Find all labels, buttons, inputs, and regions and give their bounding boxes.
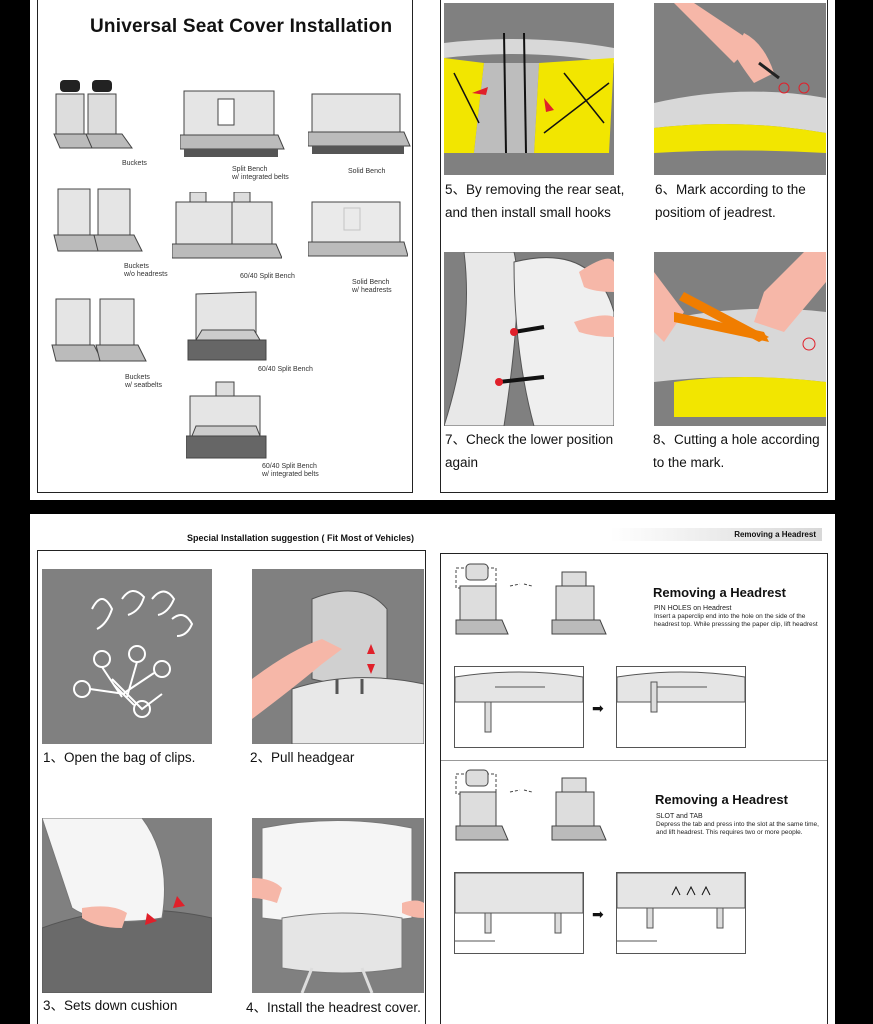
slot-tab-diagram-after — [616, 872, 746, 954]
seat-buckets-no-headrests-illustration — [53, 188, 143, 252]
seat-solid-bench-illustration — [308, 93, 411, 154]
section1-title: Removing a Headrest — [653, 585, 786, 600]
seat-solid-bench-headrests-illustration — [308, 201, 408, 257]
step8-caption: 8、Cutting a hole according to the mark. — [653, 432, 820, 470]
arrow-right-icon-2: ➡ — [592, 906, 604, 922]
headrest-seat-diagram-1 — [455, 563, 607, 635]
step1-photo — [42, 569, 212, 744]
step6-caption: 6、Mark according to the positiom of jead… — [655, 182, 806, 220]
seat-label-6040-split-bench-belts: 60/40 Split Bench w/ integrated belts — [262, 463, 319, 478]
section2-body: Depress the tab and press into the slot … — [656, 821, 819, 836]
headrest-seat-diagram-2 — [455, 769, 607, 841]
step1-caption: 1、Open the bag of clips. — [43, 750, 196, 765]
seat-label-buckets-no-headrests: Buckets w/o headrests — [124, 263, 168, 278]
removing-headrest-tag: Removing a Headrest — [610, 528, 822, 541]
seat-label-solid-bench-headrests: Solid Bench w/ headrests — [352, 279, 392, 294]
step3-caption: 3、Sets down cushion — [43, 998, 178, 1013]
step8-photo — [654, 252, 826, 426]
step2-photo — [252, 569, 424, 744]
step7-photo — [444, 252, 614, 426]
pin-hole-diagram-after — [616, 666, 746, 748]
section1-subtitle: PIN HOLES on Headrest — [654, 605, 732, 612]
step2-caption: 2、Pull headgear — [250, 750, 355, 765]
step6-photo — [654, 3, 826, 175]
seat-label-6040-split-bench-b: 60/40 Split Bench — [258, 366, 313, 373]
seat-buckets-illustration — [53, 80, 133, 149]
seat-6040-split-bench-illustration-b — [187, 291, 267, 361]
section2-title: Removing a Headrest — [655, 792, 788, 807]
pin-hole-diagram-before — [454, 666, 584, 748]
seat-label-split-bench-belts: Split Bench w/ integrated belts — [232, 166, 289, 181]
seat-label-buckets: Buckets — [122, 160, 147, 167]
frame-middle-bar — [0, 500, 873, 514]
page-title: Universal Seat Cover Installation — [90, 16, 393, 37]
seat-6040-split-bench-belts-illustration — [186, 381, 267, 459]
special-installation-subtitle: Special Installation suggestion ( Fit Mo… — [187, 533, 415, 543]
seat-buckets-seatbelts-illustration — [51, 298, 147, 362]
slot-tab-diagram-before — [454, 872, 584, 954]
step7-caption: 7、Check the lower position again — [445, 432, 614, 470]
step5-caption: 5、By removing the rear seat, and then in… — [445, 182, 625, 220]
seat-label-solid-bench: Solid Bench — [348, 168, 386, 175]
step4-photo — [252, 818, 424, 993]
seat-label-buckets-seatbelts: Buckets w/ seatbelts — [125, 374, 162, 389]
section2-subtitle: SLOT and TAB — [656, 813, 703, 820]
seat-6040-split-bench-illustration-a — [172, 192, 282, 259]
step5-photo — [444, 3, 614, 175]
step4-caption: 4、Install the headrest cover. — [246, 1000, 421, 1015]
seat-split-bench-belts-illustration — [180, 90, 285, 157]
seat-label-6040-split-bench-a: 60/40 Split Bench — [240, 273, 295, 280]
section1-body: Insert a paperclip end into the hole on … — [654, 613, 818, 628]
section-divider — [441, 760, 827, 761]
step3-photo — [42, 818, 212, 993]
arrow-right-icon: ➡ — [592, 700, 604, 716]
